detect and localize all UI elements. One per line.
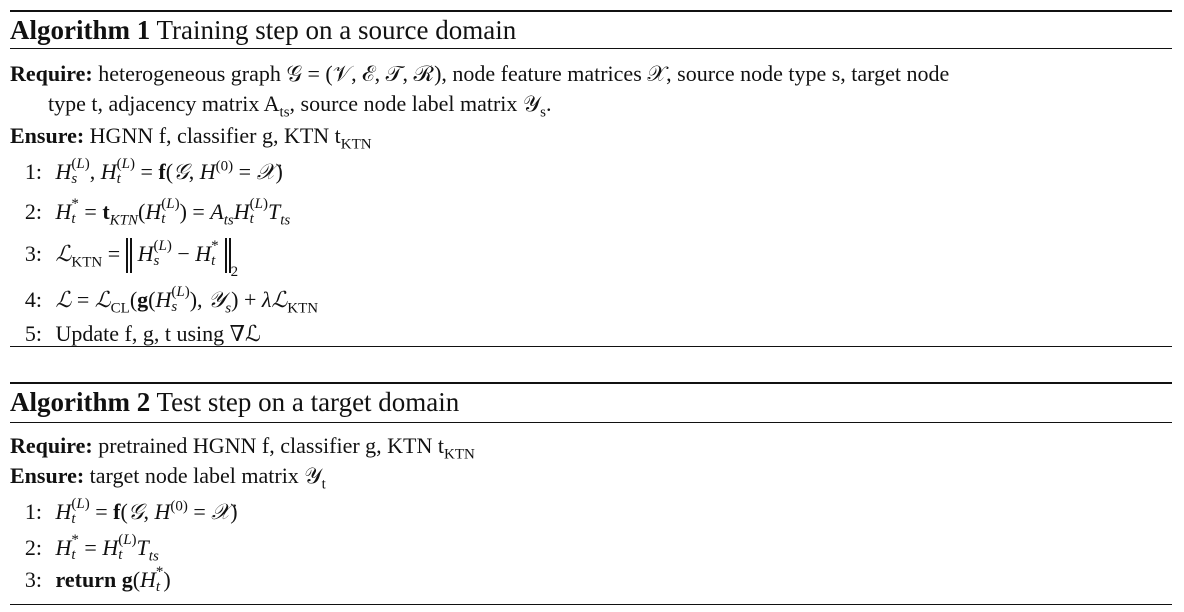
algorithm-2-title: Algorithm 2 Test step on a target domain (10, 384, 459, 420)
algorithm-1-title: Algorithm 1 Training step on a source do… (10, 12, 516, 48)
algorithm-2-step-3: 3: return g(H*t) (20, 563, 171, 597)
algorithm-1-step-1: 1: H(L)s, H(L)t = f(𝒢, H(0) = 𝒳) (20, 155, 283, 189)
step-number: 5: (24, 321, 42, 346)
algorithm-2-step-1: 1: H(L)t = f(𝒢, H(0) = 𝒳) (20, 495, 238, 529)
algorithm-2-top-rule (10, 382, 1172, 384)
algorithm-1-step-4: 4: ℒ = ℒCL(g(H(L)s), 𝒴s) + λℒKTN (20, 283, 319, 317)
algorithm-1-header-rule (10, 48, 1172, 49)
require-sub: KTN (443, 446, 475, 463)
algorithm-1-bottom-rule (10, 346, 1172, 347)
require-text: pretrained HGNN f, classifier g, KTN t (98, 433, 444, 458)
algorithm-1-title-text: Training step on a source domain (156, 15, 517, 45)
step-formula: H(L)s, H(L)t = f(𝒢, H(0) = 𝒳) (55, 155, 283, 187)
require-keyword: Require: (10, 433, 93, 458)
algorithm-1-label: Algorithm 1 (10, 15, 151, 45)
step-number: 2: (24, 535, 42, 560)
ensure-keyword: Ensure: (10, 463, 85, 488)
require-text-tail: , source node label matrix 𝒴 (289, 91, 541, 116)
require-text: heterogeneous graph 𝒢 = (𝒱, ℰ, 𝒯, ℛ), no… (98, 61, 950, 86)
require-sub-ts: ts (279, 104, 290, 121)
algorithm-1-require-cont: type t, adjacency matrix Ats, source nod… (48, 90, 552, 121)
step-number: 1: (24, 499, 42, 524)
ensure-text: HGNN f, classifier g, KTN t (89, 123, 341, 148)
algorithm-1-top-rule (10, 10, 1172, 12)
algorithm-2-bottom-rule (10, 604, 1172, 605)
ensure-sub: KTN (340, 136, 372, 153)
ensure-text: target node label matrix 𝒴 (89, 463, 322, 488)
algorithm-2: Algorithm 2 Test step on a target domain… (10, 382, 1172, 606)
step-formula: g(H*t) (121, 563, 171, 595)
step-number: 3: (24, 241, 42, 266)
step-formula: H(L)t = f(𝒢, H(0) = 𝒳) (55, 495, 238, 527)
ensure-keyword: Ensure: (10, 123, 85, 148)
algorithm-1: Algorithm 1 Training step on a source do… (10, 10, 1172, 348)
require-text-end: . (546, 91, 552, 116)
algorithm-1-ensure: Ensure: HGNN f, classifier g, KTN tKTN (10, 122, 372, 153)
algorithm-2-title-text: Test step on a target domain (156, 387, 460, 417)
step-text: Update f, g, t using ∇ℒ (55, 321, 261, 346)
return-keyword: return (55, 567, 117, 592)
require-sub-s: s (540, 104, 547, 121)
step-number: 3: (24, 567, 42, 592)
step-number: 1: (24, 159, 42, 184)
algorithm-2-require: Require: pretrained HGNN f, classifier g… (10, 432, 475, 463)
algorithm-2-header-rule (10, 422, 1172, 423)
algorithm-1-require: Require: heterogeneous graph 𝒢 = (𝒱, ℰ, … (10, 60, 949, 88)
step-number: 4: (24, 287, 42, 312)
require-text-cont: type t, adjacency matrix A (48, 91, 280, 116)
algorithm-1-step-5: 5: Update f, g, t using ∇ℒ (20, 320, 261, 348)
ensure-sub: t (321, 476, 326, 493)
require-keyword: Require: (10, 61, 93, 86)
algorithm-2-ensure: Ensure: target node label matrix 𝒴t (10, 462, 326, 493)
step-formula: ℒ = ℒCL(g(H(L)s), 𝒴s) + λℒKTN (55, 283, 319, 317)
step-number: 2: (24, 199, 42, 224)
algorithm-2-label: Algorithm 2 (10, 387, 151, 417)
